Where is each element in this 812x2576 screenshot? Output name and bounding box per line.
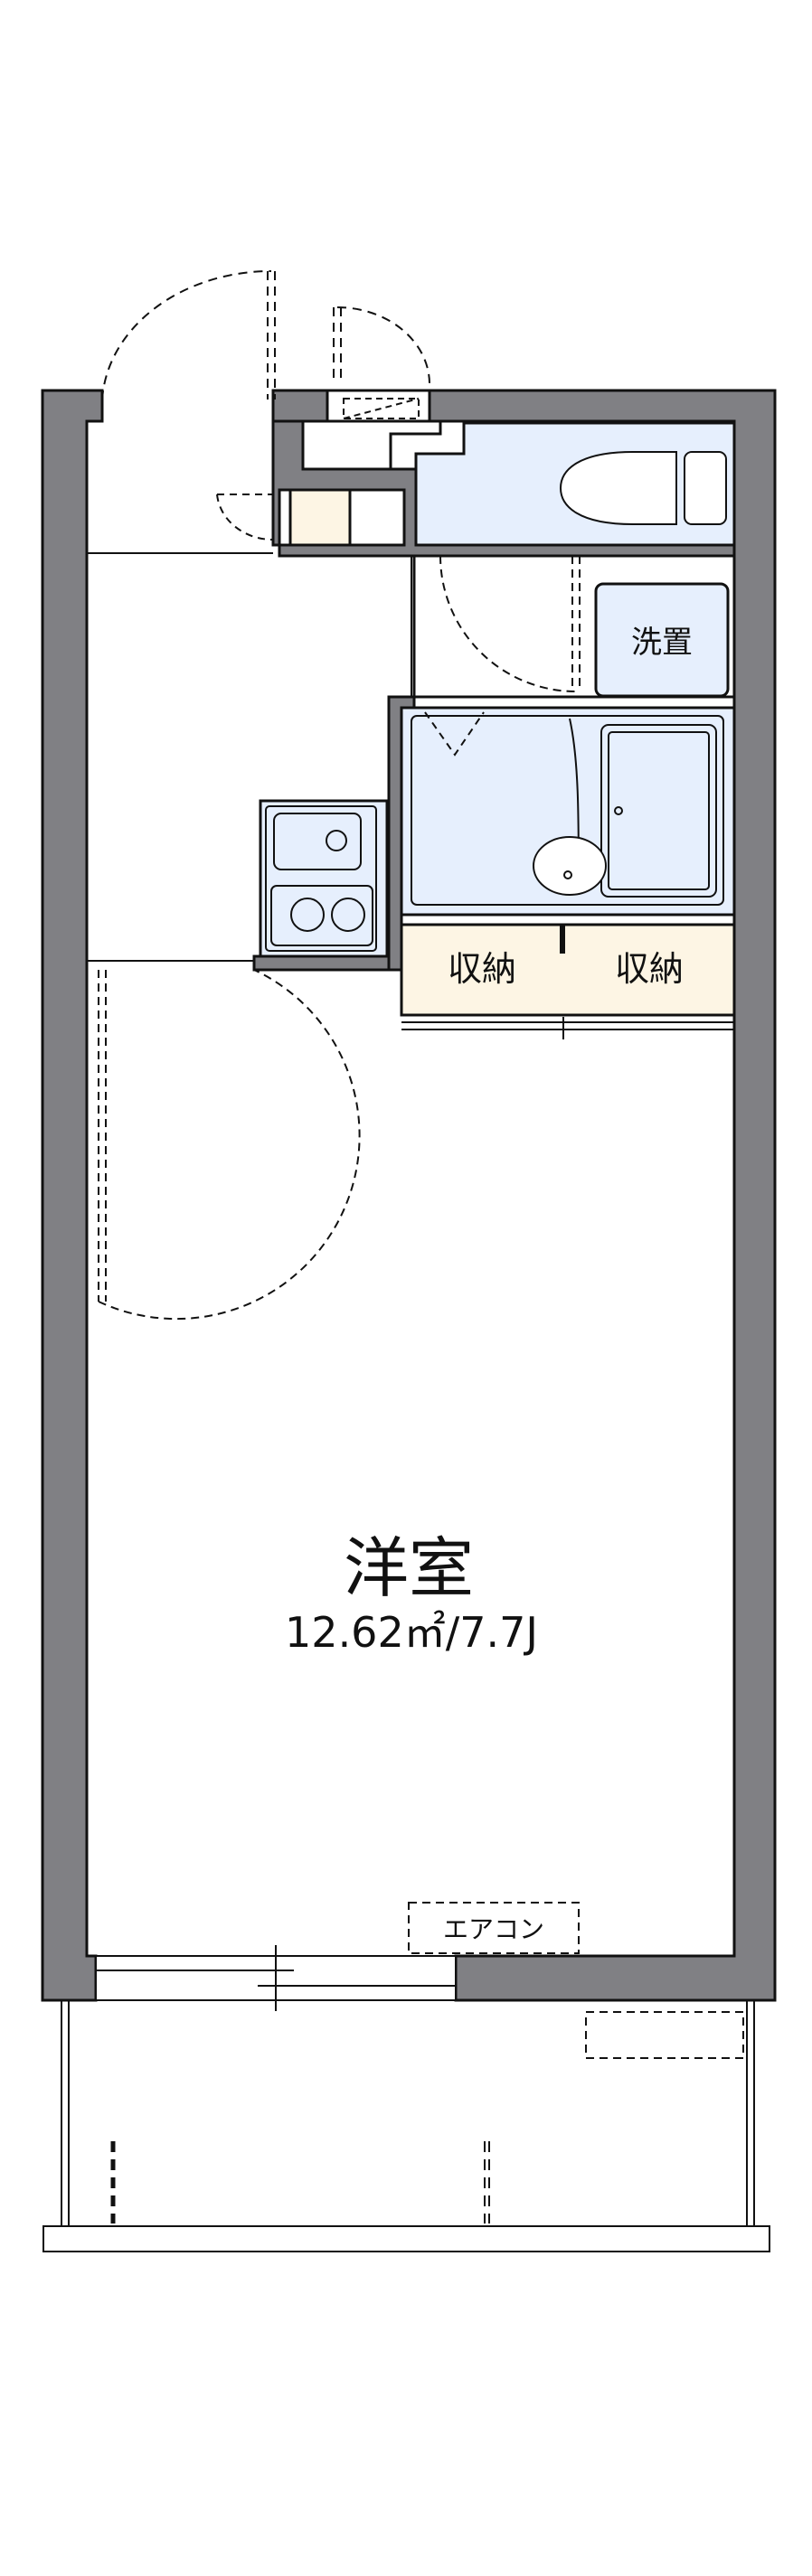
aircon-label: エアコン xyxy=(443,1914,544,1944)
kitchen-wall xyxy=(252,954,391,972)
sink-icon xyxy=(273,813,362,870)
meter-box xyxy=(326,389,431,423)
storage-left-label: 収納 xyxy=(448,949,516,989)
storage xyxy=(400,923,736,1017)
room-label: 洋室 xyxy=(344,1530,474,1606)
storage-right-label: 収納 xyxy=(615,949,684,989)
western-room xyxy=(87,1030,734,1956)
room-door[interactable] xyxy=(98,969,361,1321)
entrance-door[interactable] xyxy=(101,269,276,400)
meter-box-dashed xyxy=(343,398,420,419)
shoe-cabinet-door[interactable] xyxy=(216,494,274,541)
exterior-wall xyxy=(41,389,104,2002)
stove-icon xyxy=(270,885,373,946)
cabinet xyxy=(288,488,352,547)
washroom-door[interactable] xyxy=(439,555,581,692)
meter-door[interactable] xyxy=(333,306,430,385)
bathtub-icon xyxy=(600,724,717,898)
toilet-tank-icon xyxy=(684,451,727,525)
aircon-box xyxy=(408,1902,580,1954)
washroom-label: 洗置 xyxy=(631,625,693,661)
washer-space xyxy=(594,582,730,698)
toilet-icon xyxy=(559,451,677,525)
balcony-ledge xyxy=(42,2225,770,2252)
room-area: 12.62㎡/7.7J xyxy=(285,1608,538,1657)
outdoor-unit xyxy=(585,2011,744,2059)
shoe-cabinet xyxy=(301,419,442,471)
kitchen-counter xyxy=(259,799,389,958)
